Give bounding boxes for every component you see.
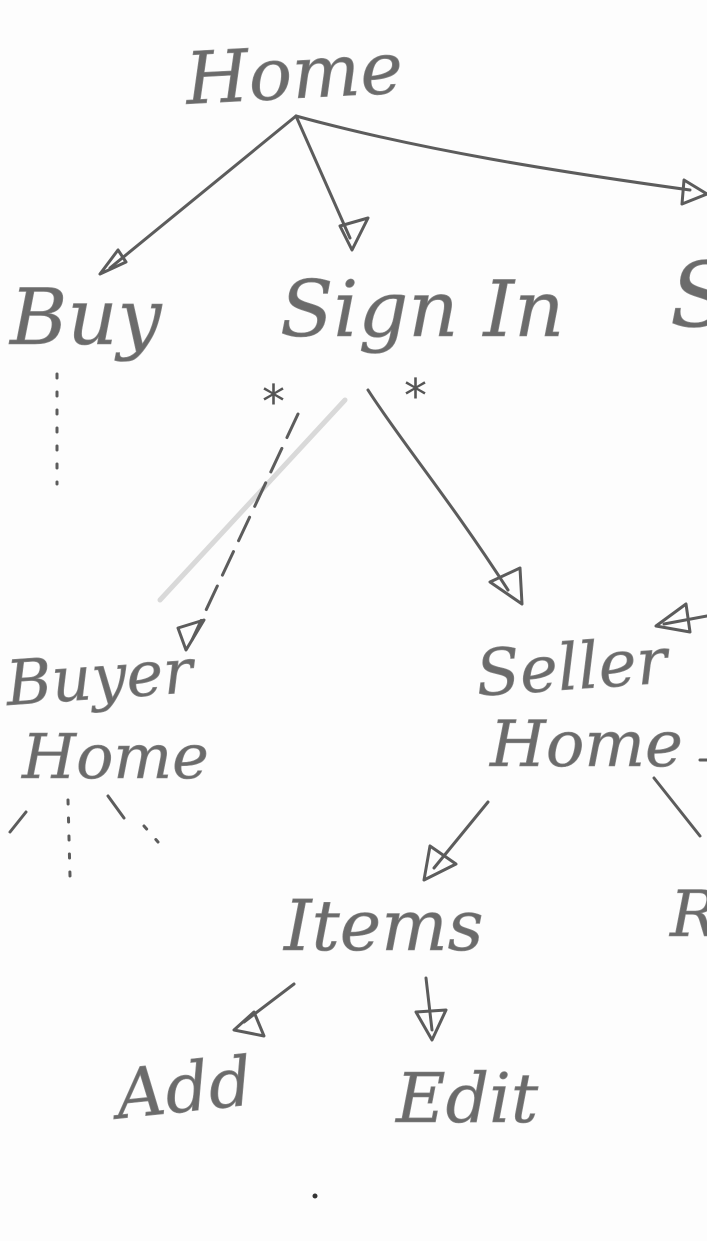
stray-ink-dot (312, 1193, 318, 1199)
node-items: Items (282, 885, 484, 967)
node-edit: Edit (394, 1060, 539, 1139)
edge-items-edit (414, 976, 448, 1042)
edge-sellerhome-right (652, 758, 707, 838)
edge-items-add (232, 982, 296, 1038)
node-sign-in: Sign In (280, 265, 564, 355)
edge-home-sell (294, 114, 707, 206)
edge-sellerhome-items (422, 800, 490, 882)
node-right-partial: R (669, 878, 707, 952)
node-home: Home (182, 26, 405, 121)
edge-signin-sellerhome (366, 388, 524, 606)
node-seller-home-line1: Seller (474, 624, 673, 711)
node-sell-partial: S (670, 243, 707, 348)
asterisk-left: * (262, 375, 285, 429)
edge-into-sellerhome-right (654, 602, 707, 634)
edge-home-buy (98, 114, 298, 276)
asterisk-right: * (404, 369, 427, 423)
node-buyer-home-line1: Buyer (3, 634, 199, 720)
node-add: Add (106, 1043, 256, 1136)
edge-signin-buyerhome (157, 397, 348, 652)
edge-buyerhome-continuations (8, 794, 160, 878)
node-seller-home-line2: Home (489, 708, 683, 782)
node-buyer-home-line2: Home (21, 720, 209, 793)
edge-home-signin (294, 114, 370, 252)
node-buy: Buy (8, 273, 163, 363)
